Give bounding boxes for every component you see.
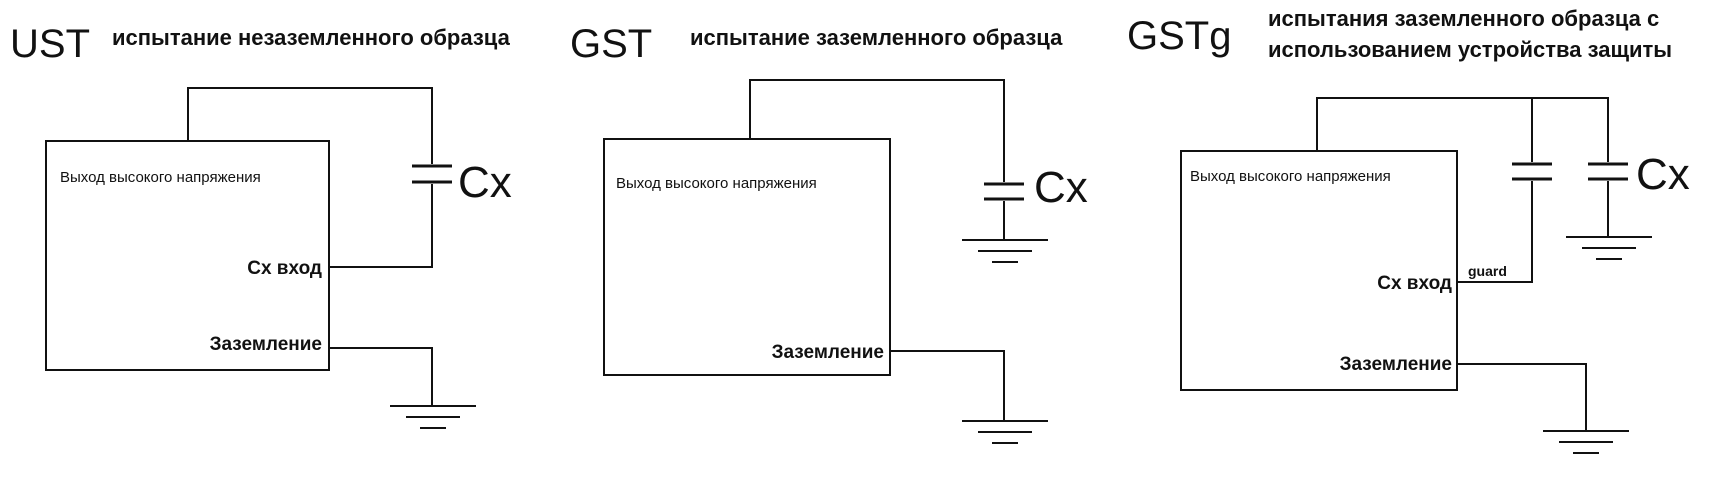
gst-diagram: GST испытание заземленного образца Выход… (570, 22, 1088, 444)
ust-ground-label: Заземление (210, 334, 322, 355)
gst-instrument-box (603, 138, 891, 376)
gstg-guard-label: guard (1468, 263, 1507, 279)
gstg-ground-icon (1543, 430, 1629, 454)
gst-cx-label: Cx (1034, 163, 1088, 212)
gst-description: испытание заземленного образца (690, 25, 1063, 50)
gstg-capacitor-icon (1588, 162, 1628, 181)
ust-ground-wire (329, 347, 433, 405)
ust-cx-input-wire (329, 184, 433, 268)
gstg-mode-label: GSTg (1127, 14, 1231, 58)
ust-cx-label: Cx (458, 158, 512, 207)
gst-capacitor-icon (984, 182, 1024, 201)
ust-ground-icon (390, 405, 476, 429)
ust-hv-wire (187, 87, 433, 164)
gstg-description-line-1: испытания заземленного образца с (1268, 6, 1659, 31)
gstg-cx-input-label: Cx вход (1377, 273, 1452, 294)
ust-diagram: UST испытание незаземленного образца Вых… (10, 22, 512, 429)
ust-description: испытание незаземленного образца (112, 25, 511, 50)
gstg-description-line-2: использованием устройства защиты (1268, 37, 1672, 62)
ust-capacitor-icon (412, 164, 452, 184)
ust-mode-label: UST (10, 22, 90, 66)
gst-mode-label: GST (570, 22, 652, 66)
gstg-hv-wire (1316, 97, 1609, 162)
gstg-ground-label: Заземление (1340, 354, 1452, 375)
gst-hv-wire (749, 79, 1005, 182)
gstg-cx-label: Cx (1636, 150, 1690, 199)
gstg-diagram: GSTg испытания заземленного образца с ис… (1127, 6, 1690, 454)
gstg-instrument-box (1180, 150, 1458, 391)
gstg-cap-ground-icon (1566, 236, 1652, 260)
gst-ground-wire (890, 350, 1005, 420)
gstg-guard-wire (1457, 181, 1533, 283)
ust-cx-input-label: Cx вход (247, 258, 322, 279)
gst-cap-ground-icon (962, 239, 1048, 263)
gstg-guard-capacitor-icon (1512, 162, 1552, 181)
gst-ground-icon (962, 420, 1048, 444)
gstg-box-title: Выход высокого напряжения (1190, 168, 1391, 185)
gstg-ground-wire (1457, 363, 1587, 430)
ust-box-title: Выход высокого напряжения (60, 169, 261, 186)
gst-box-title: Выход высокого напряжения (616, 175, 817, 192)
gst-ground-label: Заземление (772, 342, 884, 363)
